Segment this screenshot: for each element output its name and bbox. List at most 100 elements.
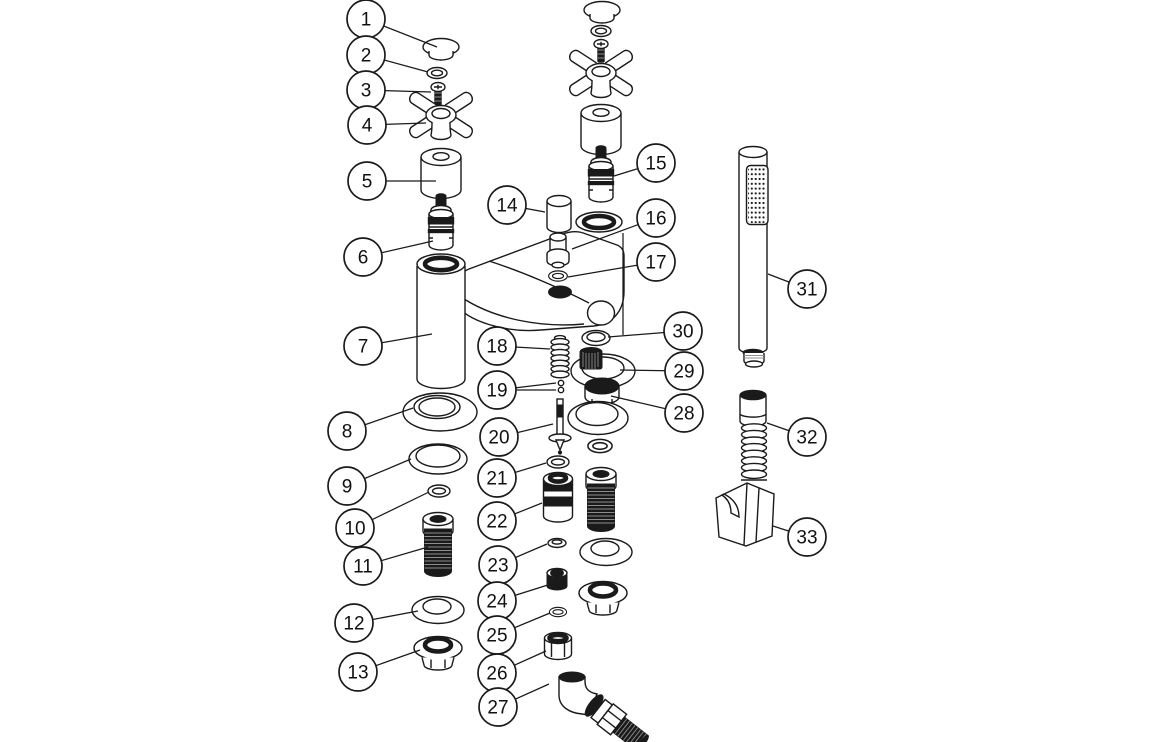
part-seal-ring-drawing (581, 329, 611, 347)
part-shank-washer-2-drawing (579, 537, 633, 567)
callout-20-diverter-rod[interactable]: 20 (479, 417, 519, 457)
part-riser-seat-ring-drawing (575, 211, 623, 233)
callout-13-backnut[interactable]: 13 (338, 652, 378, 692)
callout-circle-11[interactable] (343, 546, 383, 586)
callout-1-index-cap[interactable]: 1 (346, 0, 386, 39)
callout-10-o-ring[interactable]: 10 (335, 508, 375, 548)
part-handle-shroud-drawing (420, 147, 462, 200)
callout-14-diverter-cap[interactable]: 14 (487, 185, 527, 225)
part-diverter-rod-drawing (548, 398, 572, 455)
callout-circle-29[interactable] (664, 351, 704, 391)
part-diverter-flange-drawing (570, 347, 636, 389)
callout-number-8: 8 (342, 422, 353, 443)
callout-32-shower-hose[interactable]: 32 (787, 417, 827, 457)
callout-number-26: 26 (486, 664, 507, 685)
callout-22-diverter-cartridge[interactable]: 22 (477, 501, 517, 541)
callout-number-29: 29 (673, 362, 694, 383)
part-outlet-insert-drawing (546, 567, 568, 591)
callout-number-10: 10 (344, 519, 365, 540)
part-outlet-elbow-drawing (558, 671, 649, 742)
part-flange-cover-drawing (402, 392, 478, 432)
callout-11-inlet-shank[interactable]: 11 (343, 546, 383, 586)
parts-drawing-layer (402, 0, 775, 742)
callout-circle-15[interactable] (636, 143, 676, 183)
part-cap-washer-drawing (426, 66, 448, 80)
part-diverter-cap-drawing (546, 194, 572, 234)
callout-7-riser-leg[interactable]: 7 (343, 326, 383, 366)
callout-circle-22[interactable] (477, 501, 517, 541)
callout-24-outlet-insert[interactable]: 24 (477, 581, 517, 621)
callout-18-diverter-spring[interactable]: 18 (477, 326, 517, 366)
callout-circle-28[interactable] (664, 393, 704, 433)
callout-circle-30[interactable] (663, 311, 703, 351)
callout-9-base-ring[interactable]: 9 (327, 466, 367, 506)
callout-number-14: 14 (496, 196, 518, 217)
part-shank-washer-drawing (411, 595, 465, 625)
part-cap-washer-2-drawing (590, 24, 612, 38)
callout-27-outlet-elbow[interactable]: 27 (478, 687, 518, 727)
callout-12-shank-washer[interactable]: 12 (334, 603, 374, 643)
callout-28-shroud-collar[interactable]: 28 (664, 393, 704, 433)
callout-21-rod-o-ring[interactable]: 21 (477, 458, 517, 498)
callout-circle-20[interactable] (479, 417, 519, 457)
callout-number-30: 30 (672, 322, 693, 343)
callout-circle-33[interactable] (787, 517, 827, 557)
callout-3-handle-screw[interactable]: 3 (346, 70, 386, 110)
callout-circle-12[interactable] (334, 603, 374, 643)
callout-circle-9[interactable] (327, 466, 367, 506)
part-shower-hose-drawing (739, 389, 768, 481)
callout-circle-17[interactable] (636, 242, 676, 282)
part-shower-handset-drawing (738, 145, 769, 368)
part-micro-o-rings-drawing (557, 379, 565, 394)
part-rod-o-ring-drawing (546, 455, 570, 469)
callout-5-handle-shroud[interactable]: 5 (347, 161, 387, 201)
callout-23-grommet[interactable]: 23 (478, 545, 518, 585)
part-riser-leg-drawing (416, 253, 466, 390)
callout-number-17: 17 (645, 253, 666, 274)
callout-circle-32[interactable] (787, 417, 827, 457)
callout-circle-13[interactable] (338, 652, 378, 692)
part-shroud-collar-drawing (584, 377, 620, 405)
callout-8-flange-cover[interactable]: 8 (327, 411, 367, 451)
callout-circle-31[interactable] (787, 269, 827, 309)
callout-15-valve-cartridge[interactable]: 15 (636, 143, 676, 183)
callout-4-cross-handle[interactable]: 4 (347, 105, 387, 145)
part-grommet-drawing (547, 537, 567, 549)
callout-circle-7[interactable] (343, 326, 383, 366)
callout-30-seal-ring[interactable]: 30 (663, 311, 703, 351)
callout-number-33: 33 (796, 528, 817, 549)
part-o-ring-drawing (427, 484, 451, 498)
part-base-ring-2-drawing (567, 400, 629, 436)
callout-17-spout-o-ring[interactable]: 17 (636, 242, 676, 282)
callout-circle-14[interactable] (487, 185, 527, 225)
callout-number-13: 13 (347, 663, 368, 684)
callout-26-hex-nut[interactable]: 26 (477, 653, 517, 693)
callout-circle-18[interactable] (477, 326, 517, 366)
callout-33-wall-bracket[interactable]: 33 (787, 517, 827, 557)
callout-19-micro-o-rings[interactable]: 19 (477, 370, 517, 410)
callout-circle-16[interactable] (636, 198, 676, 238)
part-o-ring-2-drawing (587, 438, 613, 454)
callout-29-diverter-flange[interactable]: 29 (664, 351, 704, 391)
part-diverter-insert-drawing (546, 232, 570, 269)
callout-circle-5[interactable] (347, 161, 387, 201)
callout-number-32: 32 (796, 428, 817, 449)
callout-circle-6[interactable] (343, 237, 383, 277)
callout-6-valve-cartridge[interactable]: 6 (343, 237, 383, 277)
callout-2-cap-washer[interactable]: 2 (346, 35, 386, 75)
callout-circle-8[interactable] (327, 411, 367, 451)
callout-circle-27[interactable] (478, 687, 518, 727)
callout-circle-21[interactable] (477, 458, 517, 498)
callout-circle-4[interactable] (347, 105, 387, 145)
callout-number-24: 24 (486, 592, 508, 613)
callout-circle-10[interactable] (335, 508, 375, 548)
callout-16-diverter-insert[interactable]: 16 (636, 198, 676, 238)
callout-number-7: 7 (358, 337, 369, 358)
callout-circle-19[interactable] (477, 370, 517, 410)
part-index-cap-2-drawing (583, 0, 621, 24)
callout-number-20: 20 (488, 428, 509, 449)
callout-31-shower-handset[interactable]: 31 (787, 269, 827, 309)
callout-25-outlet-o-ring[interactable]: 25 (477, 615, 517, 655)
callout-number-16: 16 (645, 209, 666, 230)
